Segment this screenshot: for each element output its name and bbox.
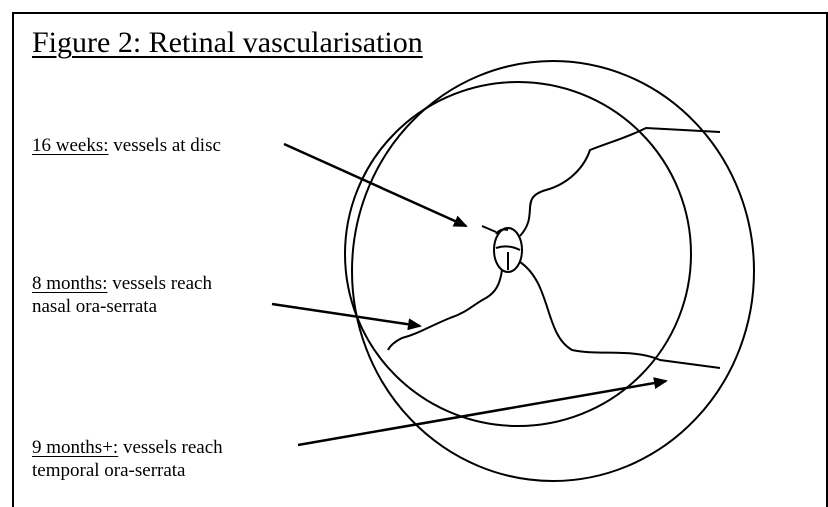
- label-16-weeks-time: 16 weeks:: [32, 135, 109, 156]
- arrow-8-months: [272, 304, 420, 326]
- outer-eye-circle: [352, 61, 754, 481]
- label-8-months: 8 months: vessels reach nasal ora-serrat…: [32, 272, 212, 318]
- optic-disc: [494, 228, 522, 272]
- label-8-months-line1: vessels reach: [112, 273, 212, 294]
- label-9-months-time: 9 months+:: [32, 437, 118, 458]
- inner-retina-circle: [345, 82, 691, 426]
- label-8-months-line2: nasal ora-serrata: [32, 295, 212, 318]
- vessel-disc-stub: [482, 226, 496, 232]
- vessel-upper-temporal: [520, 128, 720, 236]
- arrow-9-months: [298, 381, 666, 445]
- label-16-weeks: 16 weeks: vessels at disc: [32, 134, 221, 157]
- label-8-months-time: 8 months:: [32, 273, 107, 294]
- label-9-months-line2: temporal ora-serrata: [32, 459, 223, 482]
- vessel-nasal: [388, 270, 502, 350]
- label-16-weeks-text: vessels at disc: [113, 135, 221, 156]
- label-9-months: 9 months+: vessels reach temporal ora-se…: [32, 436, 223, 482]
- label-9-months-line1: vessels reach: [123, 437, 223, 458]
